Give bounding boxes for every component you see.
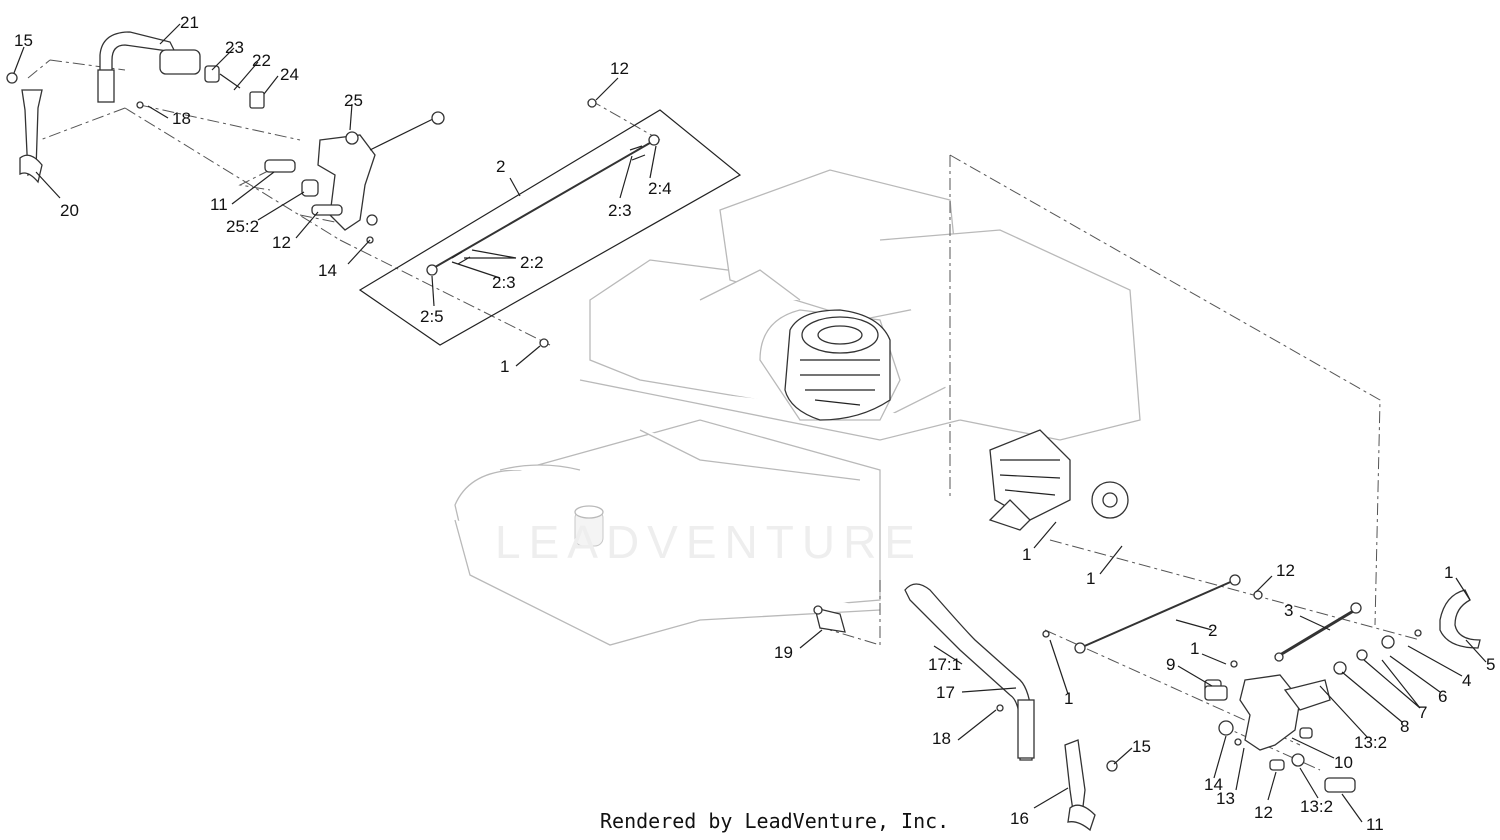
transaxle-hub bbox=[988, 429, 1129, 531]
rod-assembly-2 bbox=[358, 98, 742, 348]
callout-15-right: 15 bbox=[1132, 737, 1151, 756]
callout-5: 5 bbox=[1486, 655, 1495, 674]
callout-2-3-upper: 2:3 bbox=[608, 201, 632, 220]
callout-12-bottom: 12 bbox=[1254, 803, 1273, 822]
callout-1-clip: 1 bbox=[1444, 563, 1453, 582]
callout-2: 2 bbox=[496, 157, 505, 176]
callout-1-transaxle: 1 bbox=[1022, 545, 1031, 564]
callout-12-right: 12 bbox=[1276, 561, 1295, 580]
right-control-bracket bbox=[1204, 629, 1422, 793]
left-control-bracket bbox=[264, 111, 445, 244]
right-control-handle bbox=[904, 583, 1035, 761]
callout-25: 25 bbox=[344, 91, 363, 110]
watermark-text: LEADVENTURE bbox=[495, 516, 923, 568]
left-lap-bar-arm bbox=[6, 72, 43, 184]
callout-10: 10 bbox=[1334, 753, 1353, 772]
callout-3: 3 bbox=[1284, 601, 1293, 620]
callout-4: 4 bbox=[1462, 671, 1471, 690]
switch-9 bbox=[1204, 685, 1228, 701]
left-control-handle bbox=[97, 31, 265, 109]
callout-18: 18 bbox=[172, 109, 191, 128]
engine bbox=[784, 309, 891, 421]
callout-16: 16 bbox=[1010, 809, 1029, 828]
callout-2-3-lower: 2:3 bbox=[492, 273, 516, 292]
callout-13-2: 13:2 bbox=[1354, 733, 1387, 752]
callout-1-rod: 1 bbox=[1064, 689, 1073, 708]
callout-25-2: 25:2 bbox=[226, 217, 259, 236]
callout-11: 11 bbox=[210, 195, 228, 214]
callout-18-right: 18 bbox=[932, 729, 951, 748]
assembly-lines bbox=[27, 59, 1421, 771]
clip-5 bbox=[1439, 589, 1481, 649]
callout-1-switch: 1 bbox=[1190, 639, 1199, 658]
callout-2-4: 2:4 bbox=[648, 179, 672, 198]
callout-2-2: 2:2 bbox=[520, 253, 544, 272]
callout-2-right: 2 bbox=[1208, 621, 1217, 640]
callout-20: 20 bbox=[60, 201, 79, 220]
callout-15: 15 bbox=[14, 31, 33, 50]
callout-23: 23 bbox=[225, 38, 244, 57]
callout-2-5: 2:5 bbox=[420, 307, 444, 326]
callout-12-top: 12 bbox=[610, 59, 629, 78]
callout-1: 1 bbox=[500, 357, 509, 376]
callout-14: 14 bbox=[318, 261, 337, 280]
right-rod-assembly bbox=[1042, 574, 1362, 668]
callout-24: 24 bbox=[280, 65, 299, 84]
callout-22: 22 bbox=[252, 51, 271, 70]
callout-7: 7 bbox=[1418, 703, 1427, 722]
callout-19: 19 bbox=[774, 643, 793, 662]
right-lap-bar-arm bbox=[1064, 739, 1118, 832]
callout-8: 8 bbox=[1400, 717, 1409, 736]
callout-13: 13 bbox=[1216, 789, 1235, 808]
callout-1-hub: 1 bbox=[1086, 569, 1095, 588]
bolt-19 bbox=[813, 605, 846, 633]
leader-lines bbox=[13, 23, 1487, 823]
callout-21: 21 bbox=[180, 13, 199, 32]
callout-11-bottom: 11 bbox=[1366, 815, 1384, 834]
callout-6: 6 bbox=[1438, 687, 1447, 706]
footer-credit: Rendered by LeadVenture, Inc. bbox=[600, 809, 949, 833]
callout-14-right: 14 bbox=[1204, 775, 1223, 794]
callout-12: 12 bbox=[272, 233, 291, 252]
callout-9: 9 bbox=[1166, 655, 1175, 674]
callout-labels: 15 21 23 22 24 18 20 25 11 25:2 12 14 12… bbox=[14, 13, 1495, 834]
callout-17: 17 bbox=[936, 683, 955, 702]
callout-13-2-bottom: 13:2 bbox=[1300, 797, 1333, 816]
callout-17-1: 17:1 bbox=[928, 655, 961, 674]
